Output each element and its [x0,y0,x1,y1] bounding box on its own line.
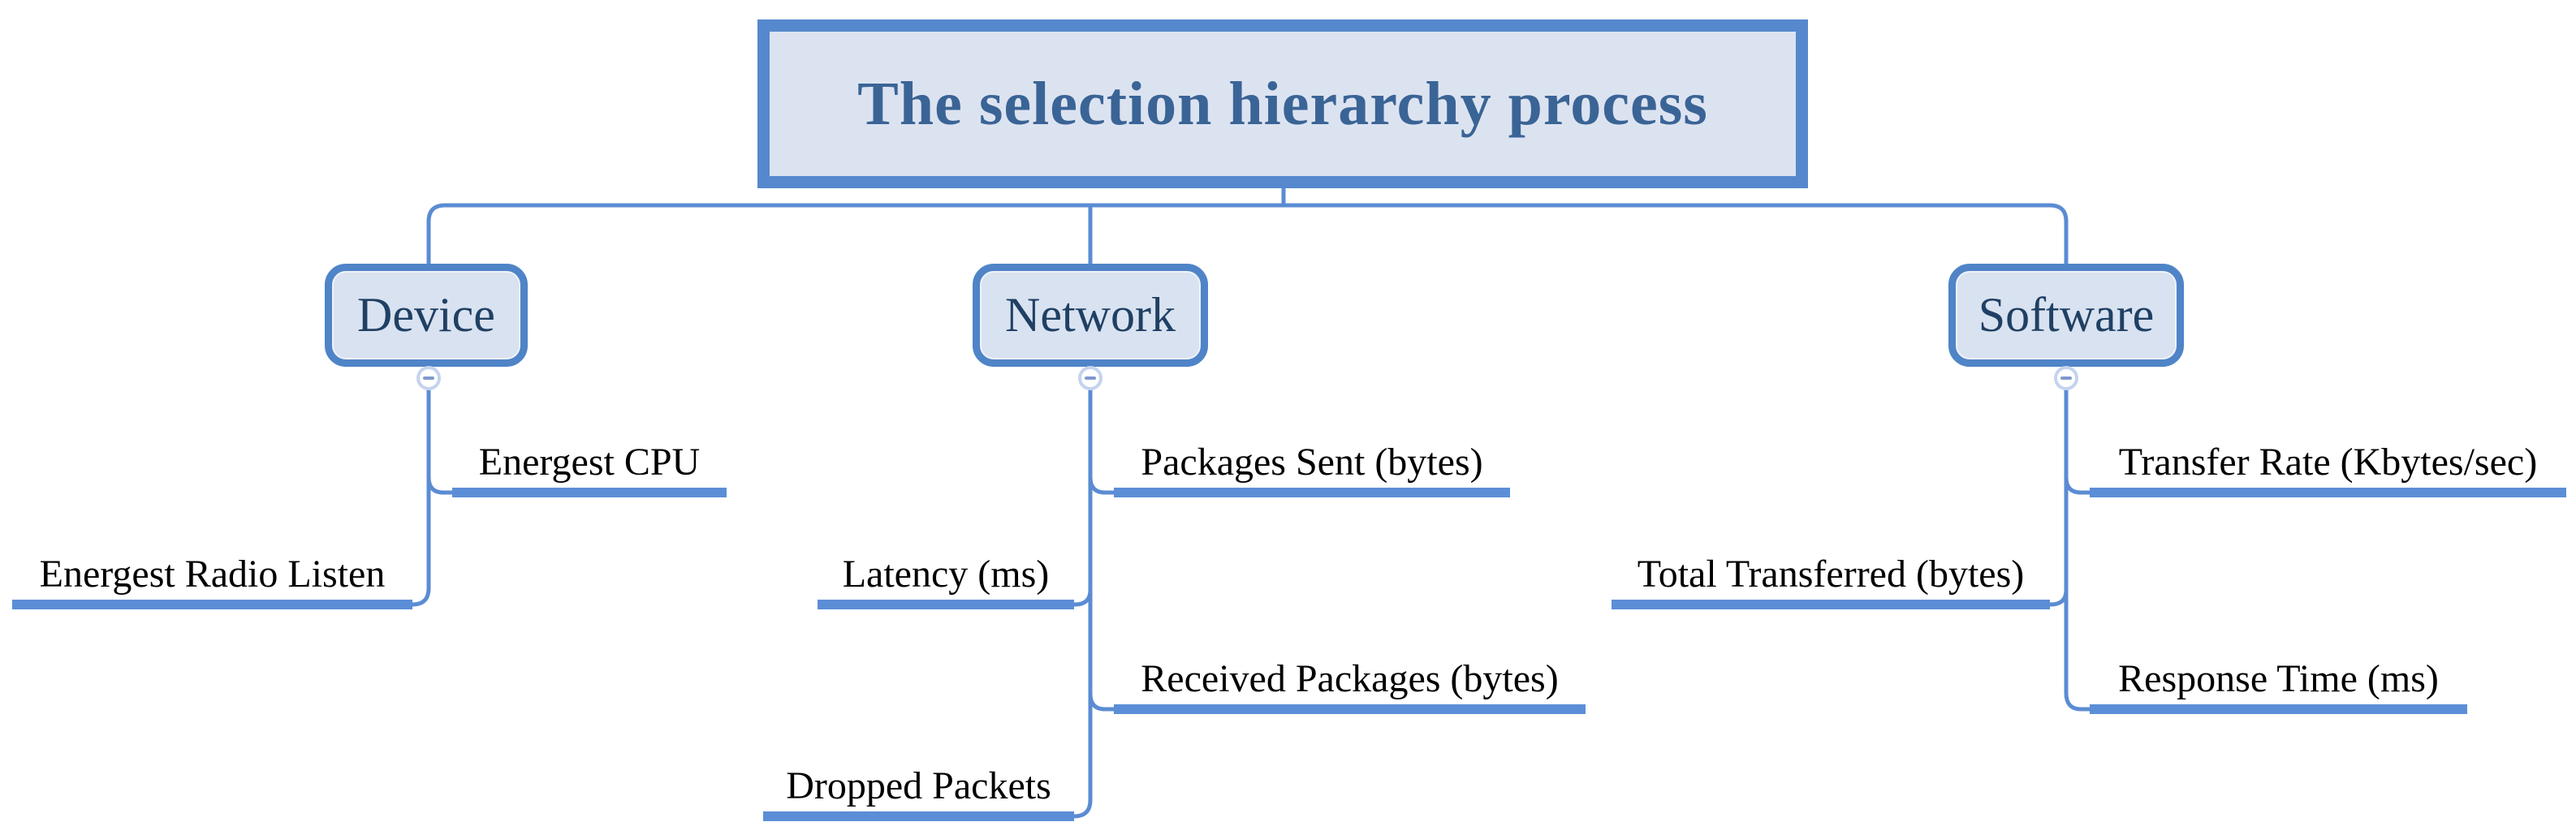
leaf-underline [1114,704,1586,714]
leaf-label: Energest Radio Listen [39,553,386,596]
leaf-energest-cpu[interactable]: Energest CPU [452,437,727,497]
leaf-underline [2090,488,2566,497]
leaf-underline [12,600,412,609]
branch-node-label: Software [1978,288,2155,342]
leaf-label: Response Time (ms) [2118,657,2439,700]
leaf-latency[interactable]: Latency (ms) [818,549,1074,609]
branch-node-label: Device [357,288,495,342]
collapse-toggle-device[interactable] [416,366,441,390]
collapse-toggle-network[interactable] [1078,366,1102,390]
leaf-label: Dropped Packets [786,764,1051,807]
collapse-toggle-software[interactable] [2054,366,2078,390]
leaf-underline [763,811,1074,821]
leaf-transfer-rate[interactable]: Transfer Rate (Kbytes/sec) [2090,437,2566,497]
leaf-label: Total Transferred (bytes) [1637,553,2025,596]
branch-node-label: Network [1005,288,1176,342]
branch-node-network[interactable]: Network [973,264,1208,367]
leaf-packages-sent[interactable]: Packages Sent (bytes) [1114,437,1510,497]
leaf-energest-radio-listen[interactable]: Energest Radio Listen [12,549,412,609]
leaf-label: Packages Sent (bytes) [1141,441,1483,484]
leaf-dropped-packets[interactable]: Dropped Packets [763,761,1074,821]
branch-node-device[interactable]: Device [325,264,528,367]
leaf-underline [452,488,727,497]
leaf-total-transferred[interactable]: Total Transferred (bytes) [1612,549,2050,609]
leaf-underline [1114,488,1510,497]
leaf-label: Transfer Rate (Kbytes/sec) [2118,441,2538,484]
leaf-label: Energest CPU [478,441,701,484]
root-node-label: The selection hierarchy process [857,69,1708,138]
root-node[interactable]: The selection hierarchy process [757,19,1808,188]
leaf-received-packages[interactable]: Received Packages (bytes) [1114,654,1586,714]
leaf-response-time[interactable]: Response Time (ms) [2090,654,2467,714]
leaf-label: Latency (ms) [842,553,1050,596]
leaf-underline [1612,600,2050,609]
minus-icon [1085,376,1096,380]
leaf-underline [2090,704,2467,714]
leaf-label: Received Packages (bytes) [1141,657,1559,700]
branch-node-software[interactable]: Software [1948,264,2184,367]
minus-icon [423,376,434,380]
minus-icon [2060,376,2072,380]
leaf-underline [818,600,1074,609]
